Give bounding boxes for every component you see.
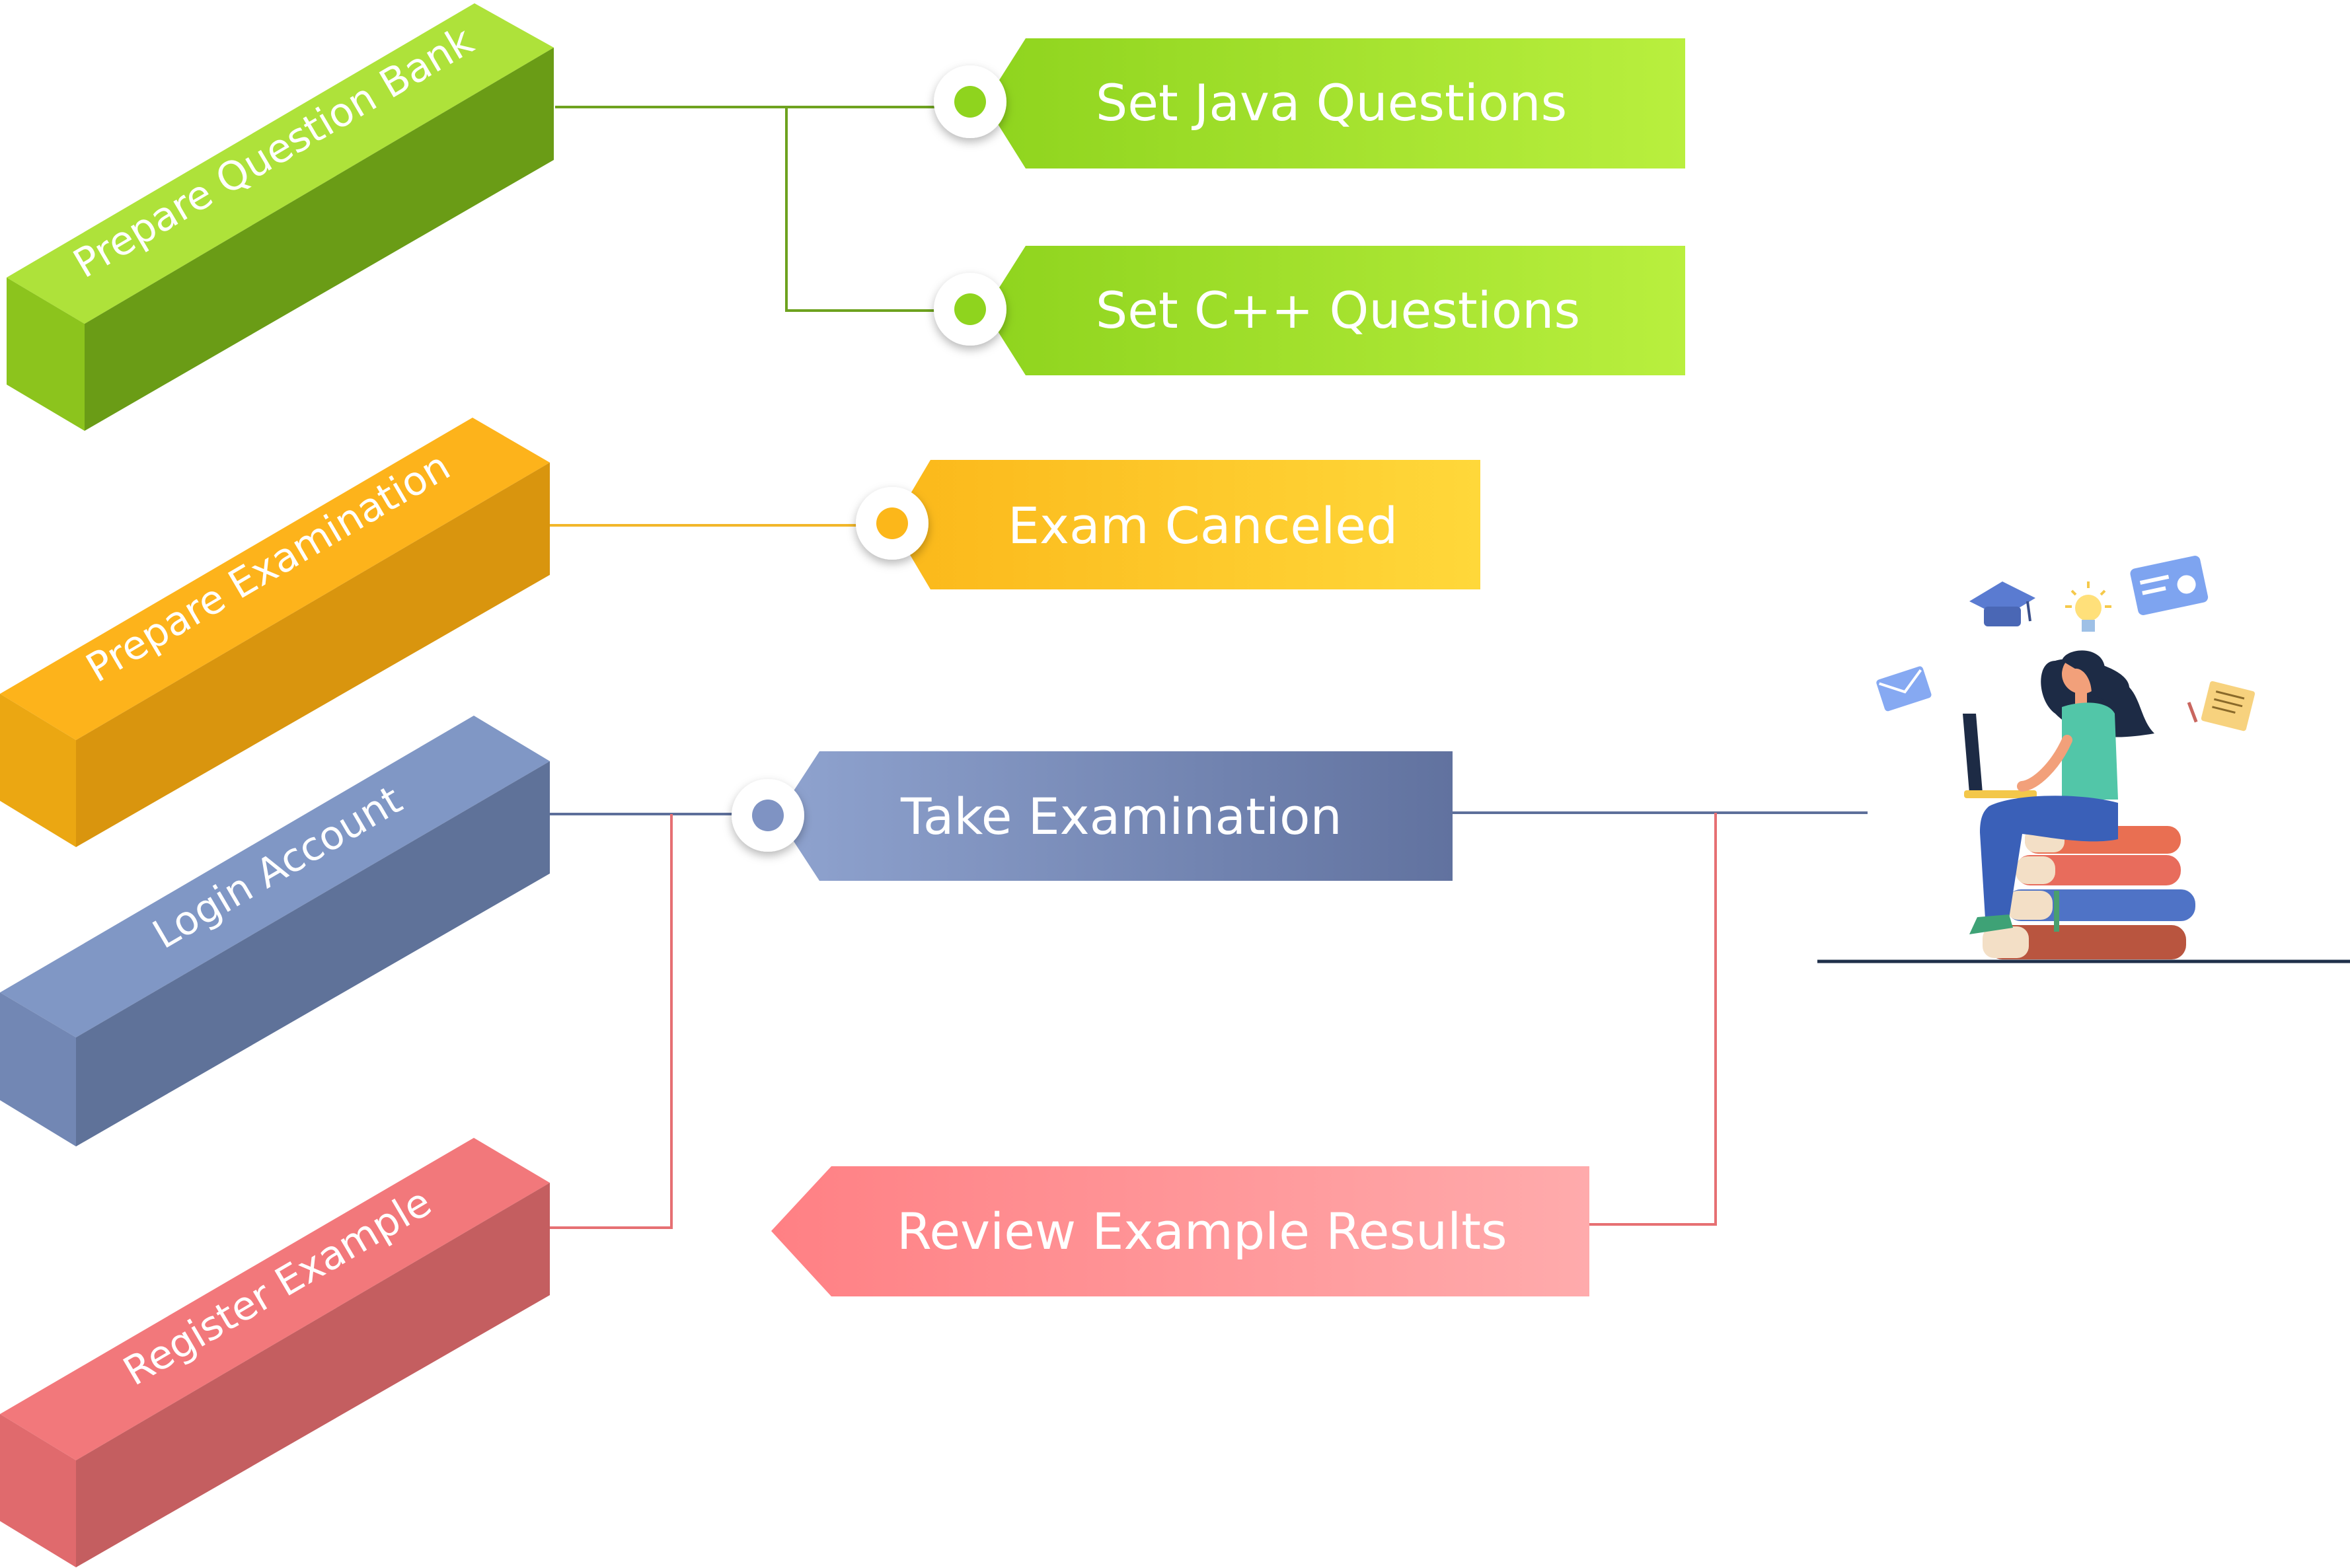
connector-lines [550, 106, 1868, 1229]
student-figure [1969, 650, 2154, 934]
connector-question-bank [555, 106, 938, 312]
envelope-icon [1876, 666, 1932, 712]
graduation-cap-icon [1969, 581, 2035, 626]
tag-label: Set Java Questions [1096, 73, 1567, 132]
book-stack [1983, 826, 2195, 959]
stage-register-example: Register Example [0, 1138, 550, 1567]
outcome-exam-canceled: Exam Canceled [856, 460, 1480, 589]
tag-label: Take Examination [900, 787, 1342, 846]
connector-register [550, 814, 673, 1229]
id-card-icon [2130, 556, 2209, 615]
outcome-take-examination: Take Examination [732, 751, 1453, 881]
student-illustration [1817, 556, 2350, 963]
stage-prepare-question-bank: Prepare Question Bank [7, 3, 554, 431]
outcome-review-example-results: Review Example Results [771, 1166, 1589, 1296]
tag-label: Set C++ Questions [1096, 281, 1580, 340]
tag-label: Review Example Results [897, 1202, 1507, 1261]
document-icon [2187, 681, 2255, 731]
tag-label: Exam Canceled [1008, 496, 1398, 555]
lightbulb-icon [2065, 581, 2111, 632]
connector-review [1588, 813, 1717, 1226]
laptop [1963, 714, 2037, 798]
outcome-set-cpp-questions: Set C++ Questions [934, 246, 1685, 375]
outcome-set-java-questions: Set Java Questions [934, 38, 1685, 168]
